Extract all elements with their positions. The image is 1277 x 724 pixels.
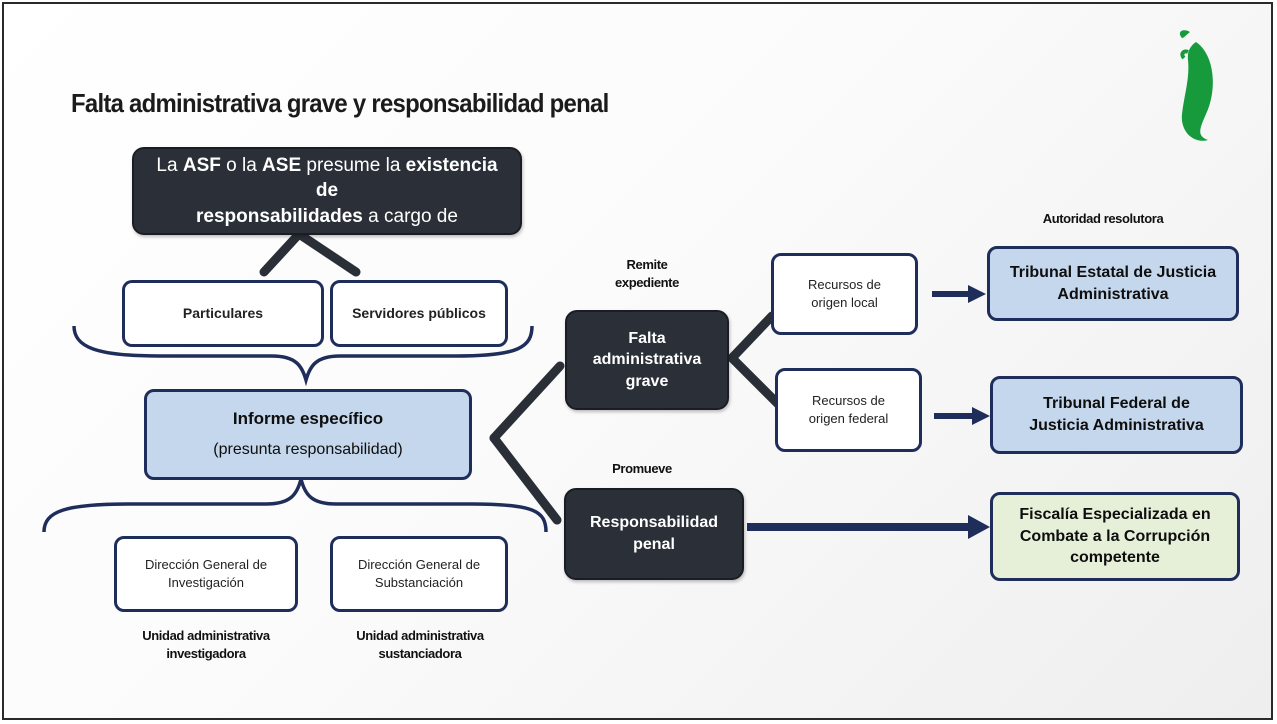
informe-especifico-box: Informe específico (presunta responsabil… bbox=[144, 389, 472, 480]
particulares-box: Particulares bbox=[122, 280, 324, 347]
servidores-publicos-box: Servidores públicos bbox=[330, 280, 508, 347]
promueve-label: Promueve bbox=[612, 461, 672, 476]
autoridad-resolutora-label: Autoridad resolutora bbox=[1042, 211, 1164, 226]
falta-administrativa-grave-box: Falta administrativa grave bbox=[565, 310, 729, 410]
direccion-investigacion-box: Dirección General de Investigación bbox=[114, 536, 298, 612]
slide-title: Falta administrativa grave y responsabil… bbox=[71, 88, 609, 118]
fiscalia-especializada-box: Fiscalía Especializada en Combate a la C… bbox=[990, 492, 1240, 581]
direccion-substanciacion-box: Dirección General de Substanciación bbox=[330, 536, 508, 612]
asf-ase-box: La ASF o la ASE presume la existencia de… bbox=[132, 147, 522, 235]
responsabilidad-penal-box: Responsabilidad penal bbox=[564, 488, 744, 580]
unidad-investigadora-label: Unidad administrativa investigadora bbox=[142, 628, 270, 661]
connector-lines bbox=[42, 229, 990, 539]
recursos-origen-local-box: Recursos de origen local bbox=[771, 253, 918, 335]
recursos-origen-federal-box: Recursos de origen federal bbox=[775, 368, 922, 452]
remite-expediente-label: Remite expediente bbox=[615, 257, 679, 290]
leaf-logo-icon bbox=[1179, 30, 1213, 141]
unidad-sustanciadora-label: Unidad administrativa sustanciadora bbox=[356, 628, 484, 661]
tribunal-federal-box: Tribunal Federal de Justicia Administrat… bbox=[990, 376, 1243, 454]
tribunal-estatal-box: Tribunal Estatal de Justicia Administrat… bbox=[987, 246, 1239, 321]
